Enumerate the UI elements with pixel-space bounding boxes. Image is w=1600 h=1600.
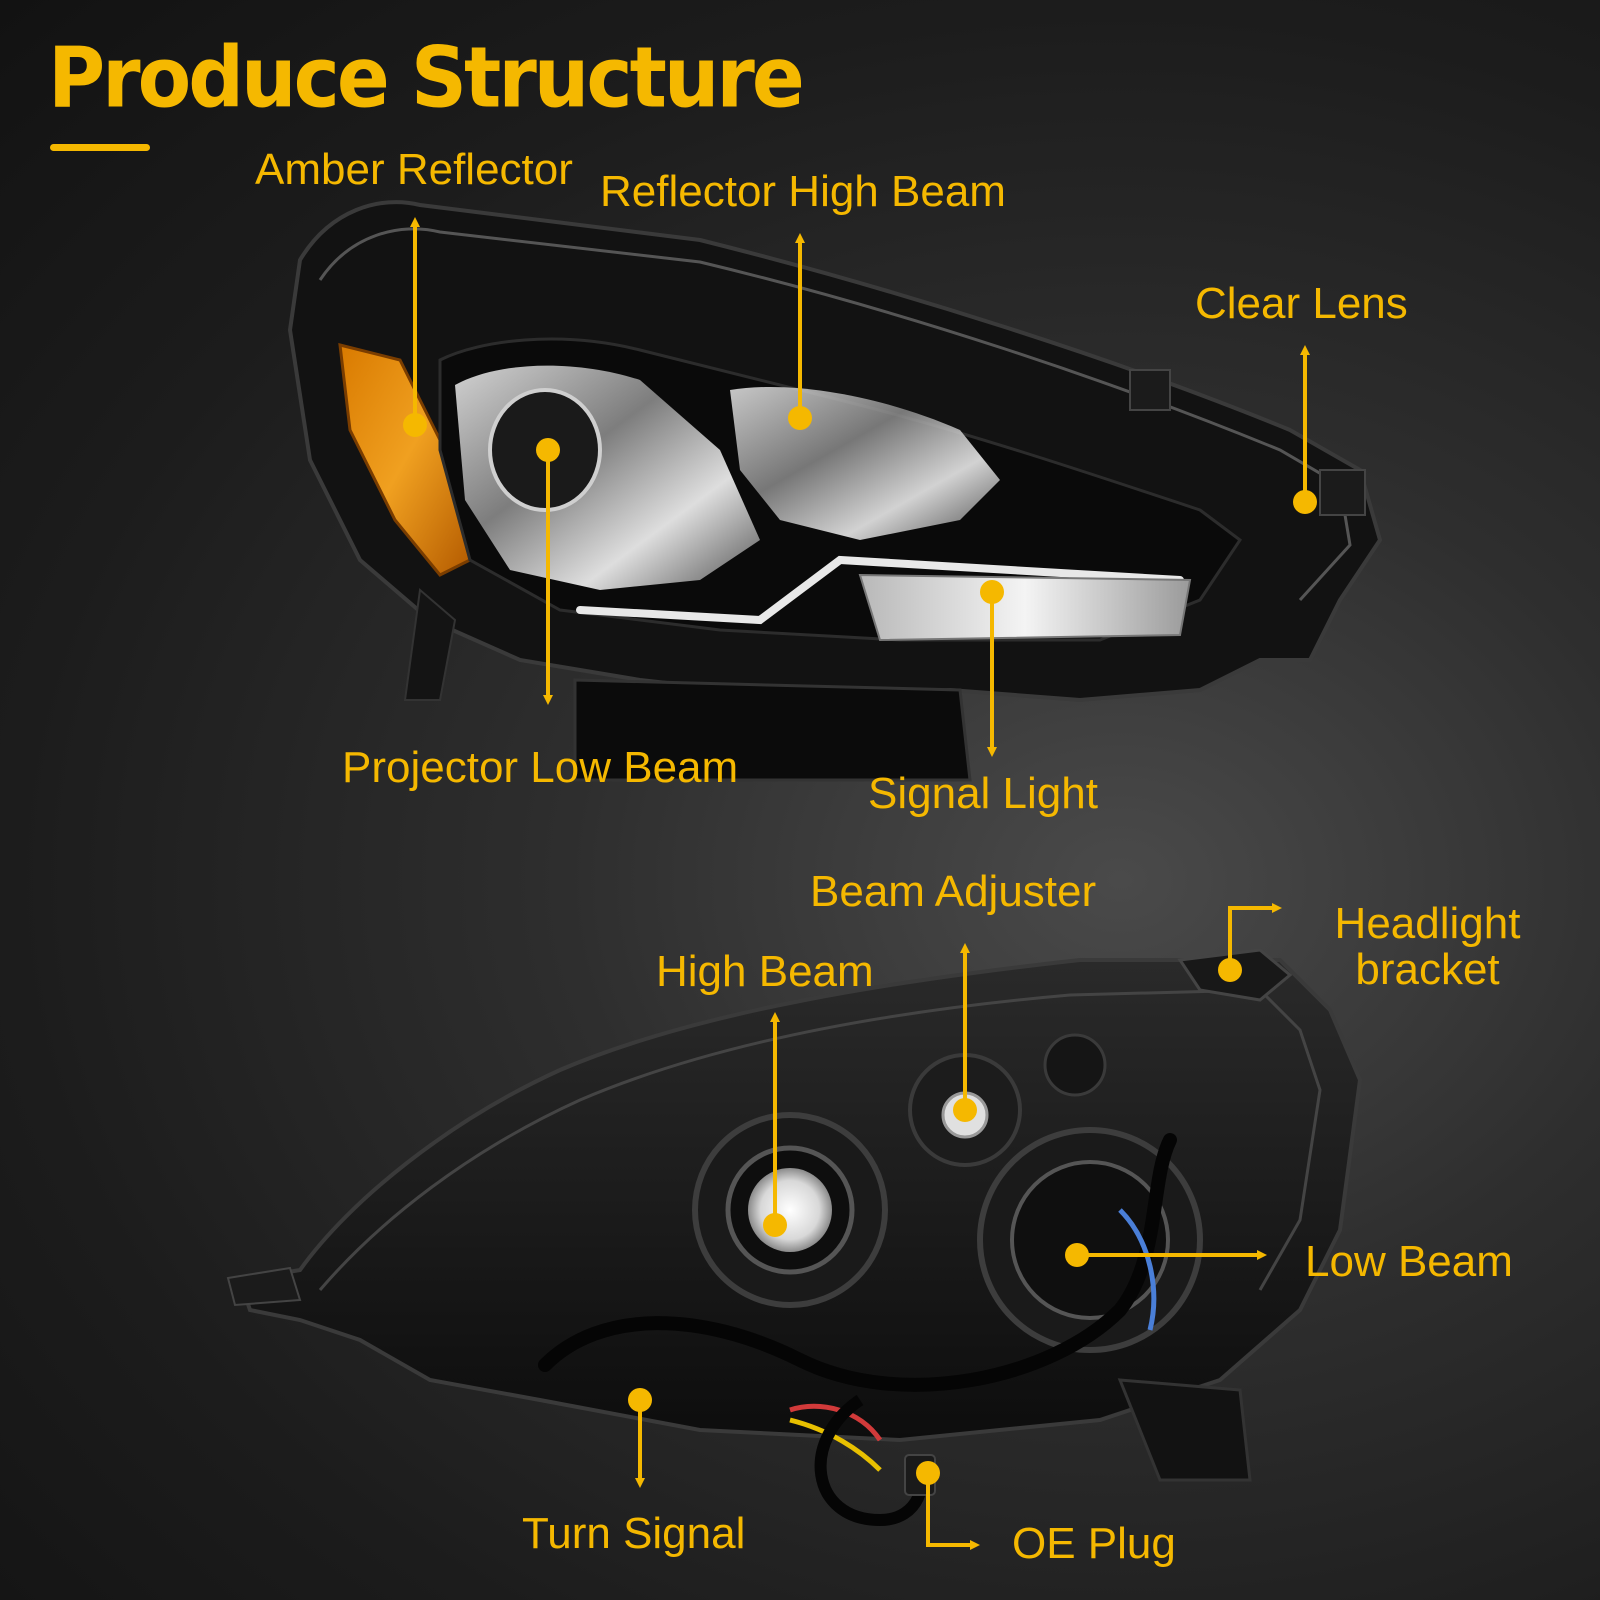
aux-boss xyxy=(1043,1033,1107,1097)
label-turn-signal: Turn Signal xyxy=(522,1509,746,1558)
label-reflector-high-beam: Reflector High Beam xyxy=(600,167,1006,216)
label-high-beam: High Beam xyxy=(656,947,874,996)
low-beam-cap xyxy=(1010,1160,1170,1320)
callout-line-oe-plug xyxy=(926,1473,980,1550)
signal-light-lens xyxy=(858,573,1192,642)
dot-low-beam xyxy=(1065,1243,1089,1267)
label-beam-adjuster: Beam Adjuster xyxy=(810,867,1097,916)
dot-oe-plug xyxy=(916,1461,940,1485)
front-lens-edge xyxy=(318,227,1352,602)
label-headlight-bracket: Headlight bracket xyxy=(1300,855,1555,993)
amber-reflector xyxy=(338,343,472,577)
dot-amber-reflector xyxy=(403,413,427,437)
dot-reflector-high-beam xyxy=(788,406,812,430)
label-low-beam: Low Beam xyxy=(1305,1237,1513,1286)
front-tab-top xyxy=(1129,369,1171,411)
page-title: Produce Structure xyxy=(48,30,805,128)
rear-lower-mount xyxy=(1117,1378,1252,1482)
title-underline xyxy=(50,144,150,151)
dot-turn-signal xyxy=(628,1388,652,1412)
rear-left-tab xyxy=(226,1266,302,1307)
rear-headlight xyxy=(226,948,1363,1527)
callouts xyxy=(410,217,1310,1550)
front-left-mount xyxy=(403,588,457,701)
wire-yellow xyxy=(789,1417,882,1472)
front-tab-right xyxy=(1319,469,1366,516)
front-bottom-mount xyxy=(573,678,972,782)
headlight-bracket-text: Headlight bracket xyxy=(1334,899,1521,994)
wire-blue xyxy=(1118,1208,1157,1331)
dot-projector-low-beam xyxy=(536,438,560,462)
label-oe-plug: OE Plug xyxy=(1012,1519,1176,1568)
dot-headlight-bracket xyxy=(1218,958,1242,982)
label-amber-reflector: Amber Reflector xyxy=(255,145,573,194)
label-signal-light: Signal Light xyxy=(868,769,1098,818)
label-projector-low-beam: Projector Low Beam xyxy=(342,743,739,792)
rear-inner-rim xyxy=(318,988,1322,1291)
dot-signal-light xyxy=(980,580,1004,604)
dot-high-beam xyxy=(763,1213,787,1237)
callout-dots xyxy=(403,406,1317,1485)
high-beam-bulb xyxy=(748,1168,832,1252)
chrome-light-bar xyxy=(576,555,1184,625)
callout-line-headlight-bracket xyxy=(1228,903,1282,970)
label-clear-lens: Clear Lens xyxy=(1195,279,1408,328)
front-headlight xyxy=(287,200,1383,782)
dot-clear-lens xyxy=(1293,490,1317,514)
dot-beam-adjuster xyxy=(953,1098,977,1122)
wire-harness xyxy=(538,1133,1177,1392)
